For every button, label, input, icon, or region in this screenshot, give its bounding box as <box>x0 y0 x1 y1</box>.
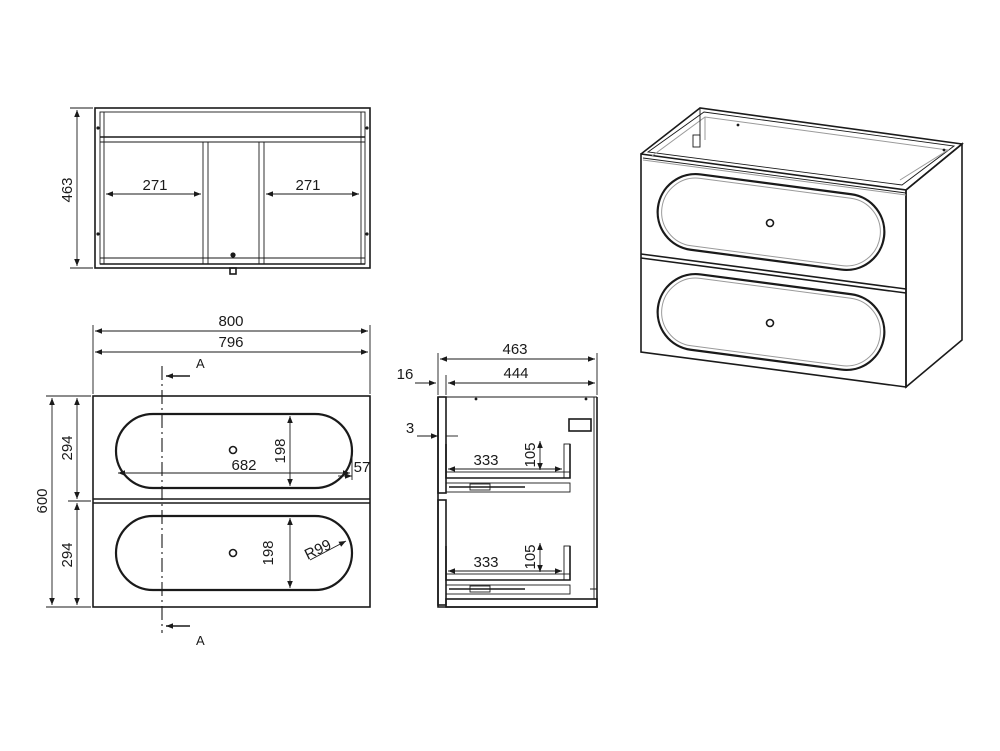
top-inner-right-label: 271 <box>295 177 320 194</box>
side-carcass-outline <box>437 397 598 608</box>
top-inner-left-label: 271 <box>142 177 167 194</box>
bottom-front-panel <box>437 499 447 606</box>
front-view: A A 800 796 600 294 294 682 198 198 R99 … <box>34 313 371 648</box>
bottom-drawer-height-label-side: 105 <box>522 544 539 569</box>
handle-edge-label: 57 <box>354 459 371 476</box>
side-section-view: 463 444 16 3 333 105 333 105 <box>397 341 598 608</box>
iso-top-handle-cutout <box>656 172 886 272</box>
section-label-bottom: A <box>196 633 205 648</box>
top-depth-label: 463 <box>59 177 76 202</box>
top-front-panel <box>437 396 447 494</box>
top-view-inner-outline <box>99 111 366 265</box>
top-drawer-height-label-side: 105 <box>522 442 539 467</box>
drain-hole-icon <box>230 252 236 258</box>
iso-bottom-handle-cutout <box>656 272 886 372</box>
top-drawer-runner <box>445 482 571 493</box>
bottom-drawer-handle-cutout <box>114 514 354 592</box>
handle-length-label: 682 <box>231 457 256 474</box>
top-drawer-height-label: 294 <box>59 435 76 460</box>
iso-front-face <box>640 153 907 388</box>
side-inner-depth-label: 444 <box>503 365 528 382</box>
overall-height-label: 600 <box>34 488 51 513</box>
top-drawer-handle-cutout <box>114 412 354 490</box>
iso-bracket <box>692 134 701 148</box>
bottom-drawer-box <box>445 546 571 581</box>
bottom-panel <box>445 598 598 608</box>
handle-radius-label: R99 <box>302 536 334 563</box>
top-drawer-box <box>445 444 571 479</box>
gap-label: 3 <box>406 420 414 437</box>
iso-top-frame <box>640 107 964 191</box>
bottom-drawer-height-label: 294 <box>59 542 76 567</box>
bottom-drawer-runner <box>445 584 571 595</box>
hanging-bracket <box>568 418 592 432</box>
top-handle-height-label: 198 <box>272 438 289 463</box>
front-thickness-label: 16 <box>397 366 414 383</box>
section-label-top: A <box>196 356 205 371</box>
front-width-label: 796 <box>218 334 243 351</box>
bottom-drawer-depth-label: 333 <box>473 554 498 571</box>
drain-pipe <box>229 267 237 275</box>
isometric-view <box>640 107 964 389</box>
bottom-handle-height-label: 198 <box>260 540 277 565</box>
top-view-outline <box>94 107 371 269</box>
bottom-knob-icon <box>228 548 238 558</box>
top-drawer-depth-label: 333 <box>473 452 498 469</box>
top-knob-icon <box>228 445 238 455</box>
iso-top-knob-icon <box>765 218 775 228</box>
side-overall-depth-label: 463 <box>502 341 527 358</box>
iso-side-face <box>905 142 963 389</box>
front-view-outline <box>92 395 371 608</box>
iso-bottom-knob-icon <box>765 318 775 328</box>
overall-width-label: 800 <box>218 313 243 330</box>
top-view: 463 271 271 <box>59 107 371 275</box>
